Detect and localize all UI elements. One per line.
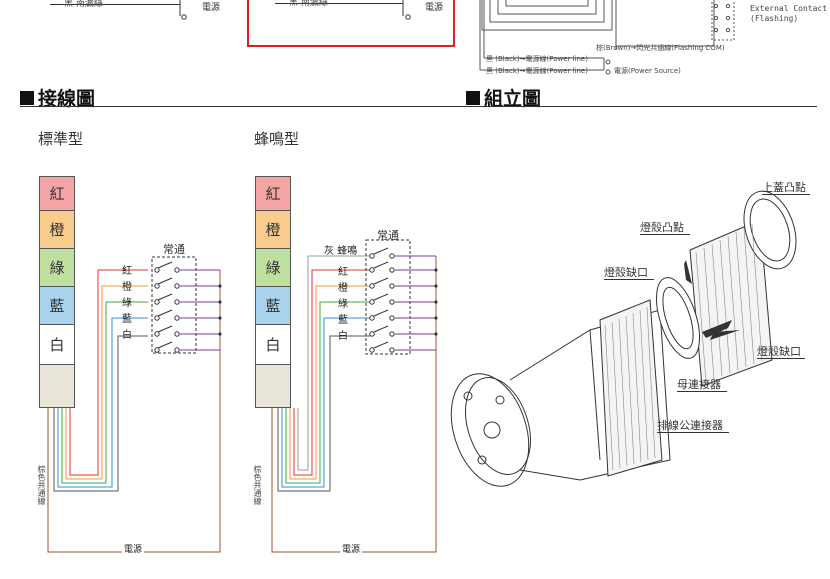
- header-rule: [20, 106, 817, 107]
- standard-switch-label: 常通: [163, 243, 185, 256]
- buzzer-switch-label: 常通: [377, 229, 399, 242]
- external-contact-switches: [711, 0, 735, 41]
- standard-type-title: 標準型: [38, 130, 84, 148]
- standard-segment-base: [39, 364, 75, 408]
- standard-segment-white: 白: [39, 324, 75, 364]
- flashing-label: (Flashing): [750, 14, 799, 23]
- top-left-partial: 黑 南漏綠 電源: [0, 0, 240, 40]
- buzzer-segment-red: 紅: [255, 176, 291, 210]
- brown-common-note: 棕(Brown)→閃光共通線(Flashing COM): [596, 44, 725, 52]
- standard-segment-orange: 橙: [39, 210, 75, 248]
- male-connector-leader: [657, 432, 729, 433]
- wiring-title-text: 接線圖: [38, 88, 96, 110]
- standard-wire-label-green: 綠: [122, 298, 132, 309]
- top-left-wire-label: 黑 南漏綠: [64, 0, 103, 9]
- shell-notch-right-leader: [757, 358, 805, 359]
- female-connector-leader: [677, 391, 727, 392]
- shell-notch-right-label: 燈殼缺口: [757, 345, 801, 358]
- buzzer-segment-blue: 藍: [255, 286, 291, 324]
- black-power-note-1: 黑 (Black)→電源線(Power line): [486, 55, 588, 63]
- buzzer-wire-label-white: 白: [338, 331, 348, 342]
- assembly-drawing: [450, 190, 797, 487]
- highlighted-wiring-box: 黑 南漏綠 電源: [247, 0, 455, 47]
- top-left-power-terminal: [179, 0, 187, 20]
- top-left-power-label: 電源: [202, 3, 221, 13]
- standard-wire-label-red: 紅: [122, 266, 132, 277]
- top-cover-bump-label: 上蓋凸點: [762, 181, 806, 194]
- buzzer-segment-green: 綠: [255, 248, 291, 286]
- female-connector-label: 母連接器: [677, 378, 721, 391]
- shell-notch-left-leader: [604, 279, 654, 280]
- top-mid-power-terminal: [402, 0, 411, 20]
- standard-segment-red: 紅: [39, 176, 75, 210]
- assembly-section-title: 組立圖: [466, 84, 541, 111]
- standard-power-label: 電源: [122, 542, 145, 555]
- top-mid-wire-label: 黑 南漏綠: [289, 0, 328, 8]
- male-connector-label: 排線公連接器: [657, 419, 723, 432]
- standard-common-label: 棕色共通線: [37, 465, 46, 505]
- buzzer-tower-light: 紅 橙 綠 藍 白: [255, 170, 295, 410]
- shell-notch-left-label: 燈殼缺口: [604, 266, 648, 279]
- buzzer-common-label: 棕色共通線: [253, 465, 262, 505]
- standard-segment-blue: 藍: [39, 286, 75, 324]
- buzzer-type-title: 蜂鳴型: [254, 130, 300, 148]
- shell-bump-label: 燈殼凸點: [640, 221, 684, 234]
- assembly-title-text: 組立圖: [484, 88, 542, 110]
- black-power-note-2: 黑 (Black)→電源線(Power line): [486, 67, 588, 75]
- wiring-section-title: 接線圖: [20, 84, 95, 111]
- section-marker: [20, 90, 34, 105]
- shell-bump-leader: [640, 234, 690, 235]
- buzzer-wire-label-blue: 藍: [338, 315, 348, 326]
- buzzer-segment-white: 白: [255, 324, 291, 364]
- power-source-note: 電源(Power Source): [614, 67, 681, 75]
- buzzer-wire-label-orange: 橙: [338, 283, 348, 294]
- buzzer-wire-label-grey: 灰 蜂鳴: [324, 246, 358, 257]
- top-cover-leader: [762, 194, 810, 195]
- buzzer-segment-orange: 橙: [255, 210, 291, 248]
- buzzer-power-label: 電源: [340, 542, 363, 555]
- top-right-partial-drawing: [479, 0, 715, 75]
- top-right-partial: 棕(Brown)→閃光共通線(Flashing COM) 黑 (Black)→電…: [476, 0, 830, 80]
- top-mid-power-label: 電源: [425, 3, 444, 13]
- standard-wire-label-orange: 橙: [122, 282, 132, 293]
- standard-tower-light: 紅 橙 綠 藍 白: [39, 170, 79, 410]
- buzzer-wire-label-red: 紅: [338, 267, 348, 278]
- standard-segment-green: 綠: [39, 248, 75, 286]
- standard-wire-label-blue: 藍: [122, 314, 132, 325]
- buzzer-wire-label-green: 綠: [338, 299, 348, 310]
- external-contact-label: External Contact: [750, 4, 828, 13]
- section-marker: [466, 90, 480, 105]
- wiring-lines: [47, 239, 438, 553]
- buzzer-segment-base: [255, 364, 291, 408]
- standard-wire-label-white: 白: [122, 330, 132, 341]
